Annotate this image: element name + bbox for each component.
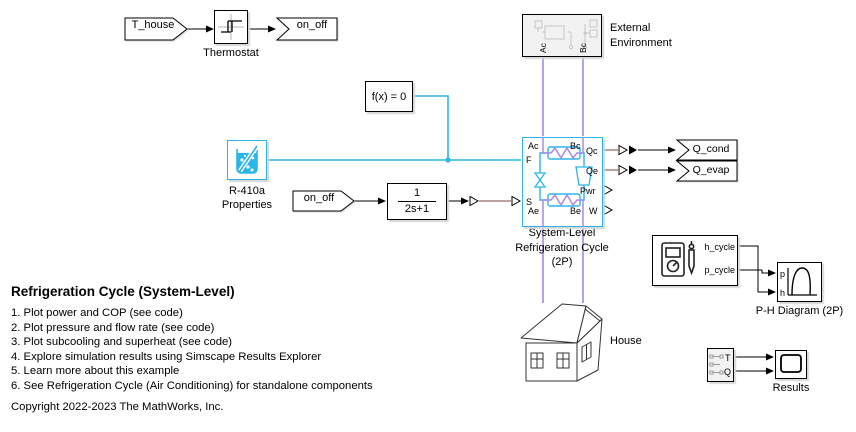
arrowhead xyxy=(766,353,774,361)
cycle-port-ac: Ac xyxy=(528,141,539,151)
signal-selector-icon xyxy=(709,354,724,375)
results-port-q: Q xyxy=(724,367,732,377)
cycle-port-pwr: Pwr xyxy=(580,186,596,196)
goto-tag-q-cond[interactable] xyxy=(675,139,738,161)
house-label: House xyxy=(610,335,642,347)
simulink-ps-converter[interactable] xyxy=(469,195,480,207)
env-port-bc-label: Bc xyxy=(578,43,588,53)
arrowhead xyxy=(668,166,676,174)
arrowhead xyxy=(268,25,276,33)
arrowhead xyxy=(768,288,776,296)
tf-numerator: 1 xyxy=(413,187,421,199)
cycle-sensor-block[interactable]: h_cycle p_cycle xyxy=(652,235,738,286)
multimeter-icon xyxy=(661,241,695,277)
pwr-port-arrow xyxy=(603,184,614,196)
tf-fraction-bar xyxy=(398,201,436,202)
annotation-item-1: 1. Plot power and COP (see code) xyxy=(11,307,183,319)
sensor-port-h-cycle: h_cycle xyxy=(704,242,735,252)
cycle-port-w: W xyxy=(589,206,598,216)
annotation-item-3: 3. Plot subcooling and superheat (see co… xyxy=(11,336,233,348)
solver-text: f(x) = 0 xyxy=(371,90,407,103)
ph-dome-icon xyxy=(787,267,817,296)
copyright-text: Copyright 2022-2023 The MathWorks, Inc. xyxy=(11,401,224,413)
s-port-arrow xyxy=(511,195,522,207)
solver-configuration-block[interactable]: f(x) = 0 xyxy=(365,81,413,112)
ph-port-p: p xyxy=(780,269,786,279)
transfer-fcn-block[interactable]: 1 2s+1 xyxy=(387,183,447,220)
arrowhead xyxy=(668,146,676,154)
ps-simulink-converter[interactable] xyxy=(618,164,629,176)
arrowhead xyxy=(768,269,776,277)
wire-pcycle[interactable] xyxy=(738,269,770,274)
wire-junction-dot xyxy=(445,157,451,163)
annotation-item-5: 5. Learn more about this example xyxy=(11,365,180,377)
annotation-title: Refrigeration Cycle (System-Level) xyxy=(11,284,235,299)
cycle-port-ae: Ae xyxy=(528,206,540,216)
scope-screen-icon xyxy=(780,354,802,373)
on-off-goto-label: on_off xyxy=(296,19,328,31)
from-tag-t-house[interactable] xyxy=(124,17,188,41)
cycle-port-qe: Qe xyxy=(586,166,599,176)
refrigerant-properties-label: R-410a Properties xyxy=(221,185,273,211)
wire-hcycle[interactable] xyxy=(738,245,770,293)
cycle-port-s: S xyxy=(526,197,533,207)
cycle-port-bc: Bc xyxy=(570,141,581,151)
sensor-port-p-cycle: p_cycle xyxy=(704,265,735,275)
external-environment-label: External Environment xyxy=(610,22,672,49)
annotation-item-2: 2. Plot pressure and flow rate (see code… xyxy=(11,321,215,334)
external-environment-block[interactable]: Ac Bc xyxy=(522,14,602,57)
annotation-item-6: 6. See Refrigeration Cycle (Air Conditio… xyxy=(11,379,373,392)
results-scope-label: Results xyxy=(772,382,810,394)
refrigeration-cycle-label: System-Level Refrigeration Cycle (2P) xyxy=(515,227,609,268)
cycle-port-qc: Qc xyxy=(586,146,598,156)
refrigerant-properties-block[interactable] xyxy=(227,140,267,180)
goto-tag-on-off[interactable] xyxy=(275,17,338,41)
refrigeration-cycle-block[interactable]: Ac Bc F S Ae Be Qc Qe Pwr W xyxy=(522,136,603,227)
env-port-ac-label: Ac xyxy=(538,43,548,53)
ph-port-h: h xyxy=(780,288,786,298)
results-bus-block[interactable]: T Q xyxy=(707,348,734,382)
w-port-arrow xyxy=(603,204,614,216)
ph-diagram-label: P-H Diagram (2P) xyxy=(755,305,844,317)
ps-simulink-converter[interactable] xyxy=(618,144,629,156)
annotation-item-4: 4. Explore simulation results using Sims… xyxy=(11,350,322,363)
house-icon xyxy=(520,303,603,382)
converter-body xyxy=(629,165,637,175)
from-tag-on-off[interactable] xyxy=(292,190,355,212)
tf-denominator: 2s+1 xyxy=(404,203,430,215)
transfer-fcn-fraction: 1 2s+1 xyxy=(388,184,446,219)
annotation-list: 1. Plot power and COP (see code) 2. Plot… xyxy=(11,306,451,393)
ph-diagram-block[interactable]: p h xyxy=(777,262,822,302)
q-evap-tag-label: Q_evap xyxy=(692,164,730,176)
results-scope-block[interactable] xyxy=(775,350,807,379)
refrigeration-cycle-icon xyxy=(533,136,593,227)
arrowhead xyxy=(766,367,774,375)
goto-tag-q-evap[interactable] xyxy=(675,160,738,182)
arrowhead xyxy=(378,197,386,205)
wire-solver[interactable] xyxy=(413,95,449,160)
on-off-from-label: on_off xyxy=(303,192,335,204)
converter-body xyxy=(629,145,637,155)
results-port-t: T xyxy=(725,353,731,363)
beaker-icon xyxy=(236,144,259,174)
q-cond-tag-label: Q_cond xyxy=(692,143,730,155)
environment-schematic-icon xyxy=(534,19,598,50)
thermostat-label: Thermostat xyxy=(203,47,259,59)
thermostat-block[interactable] xyxy=(214,10,248,44)
arrowhead xyxy=(461,197,469,205)
t-house-tag-label: T_house xyxy=(131,19,175,31)
relay-hysteresis-icon xyxy=(218,14,244,40)
cycle-port-f: F xyxy=(526,155,532,165)
arrowhead xyxy=(206,25,214,33)
cycle-port-be: Be xyxy=(570,206,582,216)
house-block[interactable] xyxy=(516,299,606,387)
